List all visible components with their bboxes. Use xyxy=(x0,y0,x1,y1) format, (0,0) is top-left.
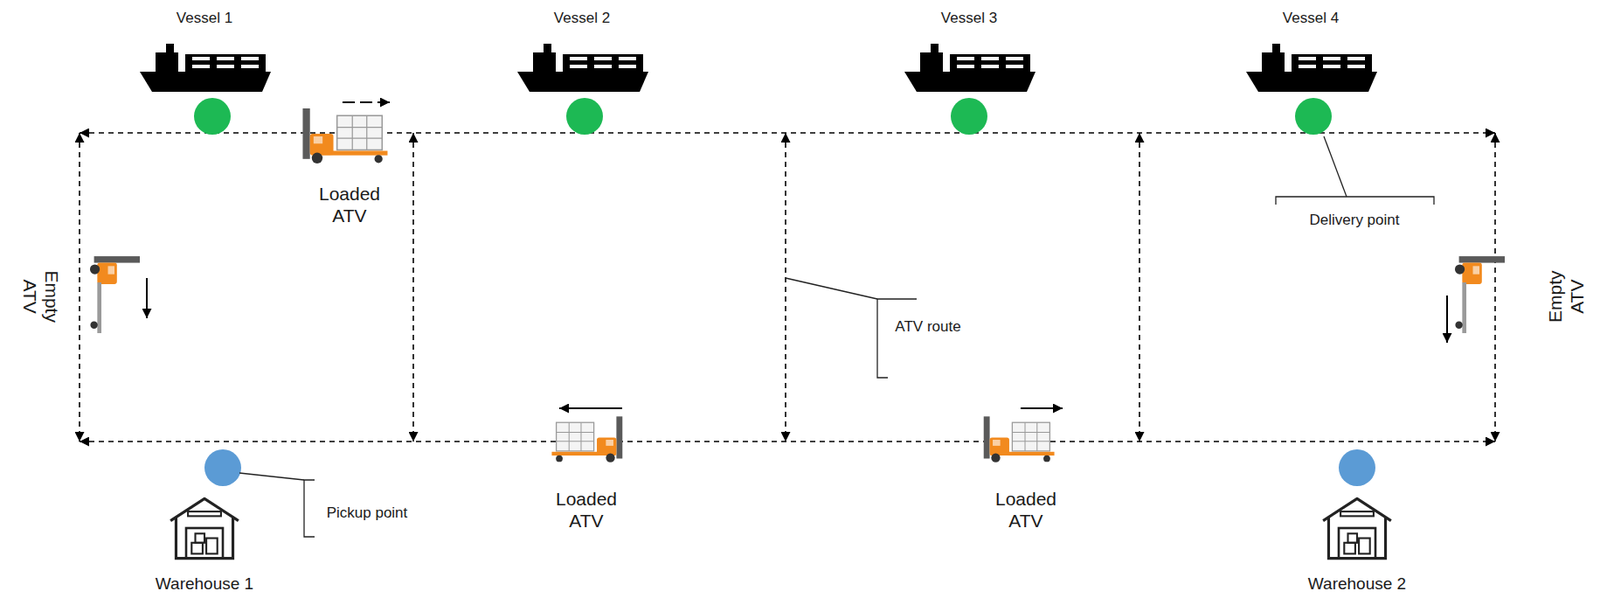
callout-label: Delivery point xyxy=(1275,211,1434,229)
pickup-point xyxy=(204,449,242,486)
warehouse-icon xyxy=(170,498,239,558)
vessel-label: Vessel 4 xyxy=(1249,9,1372,28)
leader-line xyxy=(239,472,305,480)
route-line xyxy=(1138,132,1141,442)
warehouse-label: Warehouse 2 xyxy=(1278,574,1436,595)
route-line xyxy=(79,440,1496,443)
delivery-point xyxy=(566,97,603,135)
leader-line xyxy=(785,277,878,299)
delivery-point xyxy=(950,97,988,135)
vessel-label: Vessel 3 xyxy=(907,9,1031,28)
direction-arrow xyxy=(342,101,390,104)
vessel-icon xyxy=(904,43,1036,92)
leader-line xyxy=(1323,136,1347,197)
atv-label: Loaded ATV xyxy=(310,182,389,227)
bracket xyxy=(1275,196,1434,205)
pickup-point xyxy=(1338,449,1376,486)
empty-atv-icon xyxy=(90,256,140,333)
atv-route xyxy=(79,132,1496,442)
route-line xyxy=(1494,132,1497,442)
vessel-icon xyxy=(139,43,271,92)
vessel-icon xyxy=(517,43,649,92)
route-line xyxy=(784,132,787,442)
atv-label: Loaded ATV xyxy=(986,487,1066,532)
warehouse-icon xyxy=(1322,498,1392,558)
loaded-atv-icon xyxy=(983,415,1055,462)
empty-atv-icon xyxy=(1454,256,1505,333)
direction-arrow xyxy=(145,277,148,319)
direction-arrow xyxy=(1020,407,1063,409)
atv-label: Loaded ATV xyxy=(547,487,626,532)
warehouse-label: Warehouse 1 xyxy=(125,574,284,595)
delivery-point xyxy=(193,97,231,135)
atv-label: Empty ATV xyxy=(19,261,63,332)
bracket xyxy=(304,479,315,537)
callouts xyxy=(239,136,1434,537)
loaded-atv-icon xyxy=(551,415,623,462)
loaded-atv-icon xyxy=(302,108,388,164)
atv-label: Empty ATV xyxy=(1544,261,1588,332)
vessel-label: Vessel 2 xyxy=(520,9,644,28)
direction-arrow xyxy=(1446,295,1448,343)
delivery-point xyxy=(1295,97,1332,135)
callout-label: ATV route xyxy=(871,318,985,336)
route-line xyxy=(78,132,81,442)
route-line xyxy=(79,131,1496,134)
vessel-icon xyxy=(1246,43,1378,92)
direction-arrows xyxy=(146,102,1448,409)
bracket xyxy=(877,298,917,378)
callout-label: Pickup point xyxy=(305,504,429,522)
direction-arrow xyxy=(559,407,623,409)
vessel-label: Vessel 1 xyxy=(143,9,266,28)
route-line xyxy=(412,132,415,442)
